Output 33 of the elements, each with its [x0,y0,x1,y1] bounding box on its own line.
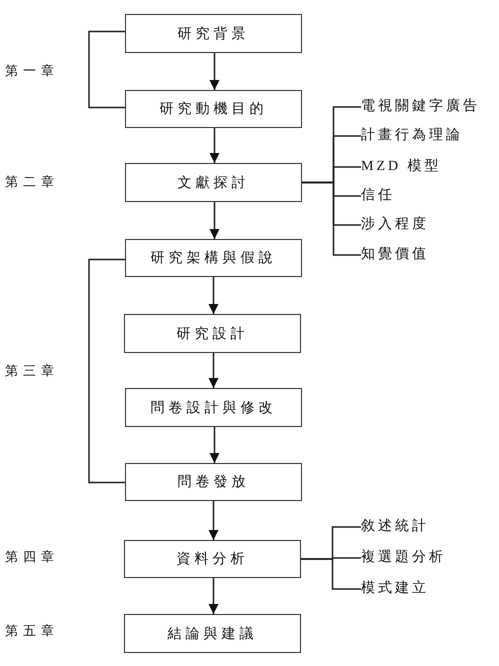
chapter-label: 第五章 [5,623,59,641]
process-box: 文獻探討 [125,163,302,202]
arrow [210,202,220,239]
branch-label: 敘述統計 [361,517,429,537]
branch-label: 計畫行為理論 [361,126,463,146]
arrow [208,277,218,314]
process-box: 研究動機目的 [125,90,302,128]
process-box: 資料分析 [124,540,301,578]
branch-label: 複選題分析 [361,548,446,568]
chapter-label: 第三章 [5,363,59,381]
process-box: 研究背景 [125,14,302,53]
branch-label: MZD 模型 [361,157,442,177]
arrow [208,578,218,614]
arrow [208,501,218,540]
connector-line [302,182,361,256]
branch-label: 電視關鍵字廣告 [361,97,480,117]
process-box: 問卷發放 [125,463,302,501]
arrow [210,53,220,90]
arrow [210,427,220,463]
process-box: 結論與建議 [124,614,301,653]
process-box: 問卷設計與修改 [125,388,302,427]
connector-line [301,558,361,590]
process-box: 研究架構與假說 [125,239,302,277]
arrow [210,128,220,163]
chapter-label: 第一章 [5,63,59,81]
branch-label: 信任 [361,186,395,206]
chapter-label: 第四章 [5,549,59,567]
arrow [208,353,218,388]
branch-label: 模式建立 [361,579,429,599]
branch-label: 涉入程度 [361,215,429,235]
branch-label: 知覺價值 [361,245,429,265]
process-box: 研究設計 [124,314,301,353]
chapter-label: 第二章 [5,174,59,192]
